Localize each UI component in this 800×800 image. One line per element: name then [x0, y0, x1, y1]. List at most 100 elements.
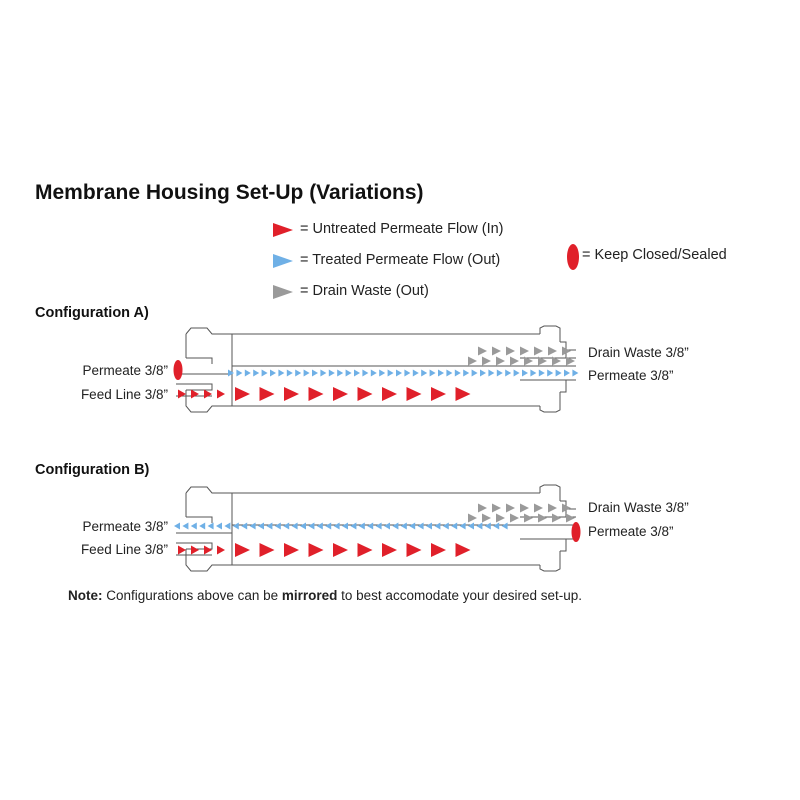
config-a-seal-icon: [173, 360, 183, 380]
drain-arrow: [478, 503, 487, 513]
treated-arrow: [442, 522, 449, 530]
config-b-flow-arrows: [174, 503, 575, 557]
treated-arrow: [345, 369, 352, 377]
untreated-arrow: [235, 543, 250, 557]
treated-arrow: [476, 522, 483, 530]
drain-arrow: [552, 513, 561, 523]
legend-drain-label: = Drain Waste (Out): [300, 283, 429, 299]
config-b-housing: [176, 484, 576, 572]
drain-arrow: [492, 503, 501, 513]
footer-note: Note: Configurations above can be mirror…: [68, 588, 582, 603]
drain-arrow: [510, 513, 519, 523]
treated-arrow: [278, 369, 285, 377]
untreated-arrow-inlet: [204, 545, 212, 555]
right-endcap-top: [539, 484, 561, 501]
config-a-right-drain-label: Drain Waste 3/8”: [588, 345, 689, 360]
drain-arrow: [468, 513, 477, 523]
treated-arrow: [505, 369, 512, 377]
config-a-title: Configuration A): [35, 305, 149, 321]
treated-arrow: [446, 369, 453, 377]
treated-arrow: [480, 369, 486, 377]
drain-arrow: [538, 356, 547, 366]
treated-arrow: [291, 522, 298, 530]
untreated-arrow: [308, 543, 324, 557]
treated-arrow: [493, 522, 500, 530]
drain-arrow: [566, 356, 575, 366]
legend-drain: = Drain Waste (Out): [272, 283, 532, 303]
treated-arrow: [379, 369, 386, 377]
untreated-arrow-inlet: [204, 389, 212, 399]
treated-arrow: [434, 522, 441, 530]
untreated-arrow-inlet: [191, 389, 199, 399]
treated-arrow: [471, 369, 478, 377]
treated-arrow: [547, 369, 554, 377]
drain-arrow: [496, 513, 505, 523]
drain-arrow: [548, 346, 557, 356]
treated-arrow: [283, 522, 290, 530]
legend-sealed-label: = Keep Closed/Sealed: [582, 247, 727, 263]
treated-arrow: [530, 369, 537, 377]
drain-arrow: [482, 513, 491, 523]
blue-arrow-icon: [273, 254, 293, 268]
treated-arrow: [224, 522, 231, 530]
config-b-left-feed-label: Feed Line 3/8”: [80, 542, 168, 557]
page-title: Membrane Housing Set-Up (Variations): [35, 181, 424, 204]
right-endcap-upper-step: [560, 341, 567, 358]
treated-arrow: [555, 369, 562, 377]
drain-arrow: [562, 346, 571, 356]
untreated-arrow-inlet: [217, 545, 225, 555]
treated-arrow: [370, 369, 377, 377]
treated-arrow: [190, 522, 197, 530]
treated-arrow: [228, 369, 234, 377]
drain-arrow: [566, 513, 575, 523]
treated-arrow: [325, 522, 332, 530]
treated-arrow: [354, 369, 360, 377]
legend-treated: = Treated Permeate Flow (Out): [272, 252, 532, 272]
config-a-right-permeate-label: Permeate 3/8”: [588, 368, 674, 383]
right-endcap-bottom: [539, 392, 561, 413]
treated-arrow: [236, 369, 243, 377]
note-prefix: Note:: [68, 588, 103, 603]
right-endcap-top: [539, 325, 561, 342]
treated-arrow: [232, 522, 239, 530]
untreated-arrow-inlet: [217, 389, 225, 399]
drain-arrow: [534, 346, 543, 356]
config-a-housing: [176, 325, 576, 413]
left-port-permeate-top: [186, 357, 213, 364]
treated-arrow: [421, 369, 428, 377]
config-b-left-permeate-label: Permeate 3/8”: [82, 519, 168, 534]
treated-arrow: [174, 522, 180, 530]
untreated-arrow: [333, 543, 348, 557]
treated-arrow: [387, 369, 394, 377]
treated-arrow: [438, 369, 444, 377]
treated-arrow: [451, 522, 458, 530]
legend-treated-label: = Treated Permeate Flow (Out): [300, 252, 501, 268]
treated-arrow: [320, 369, 327, 377]
treated-arrow: [328, 369, 335, 377]
treated-arrow: [316, 522, 323, 530]
drain-arrow: [562, 503, 571, 513]
treated-arrow: [216, 522, 222, 530]
treated-arrow: [342, 522, 348, 530]
drain-arrow: [524, 513, 533, 523]
drain-arrow: [510, 356, 519, 366]
treated-arrow: [270, 369, 276, 377]
treated-arrow: [295, 369, 302, 377]
drain-arrow: [496, 356, 505, 366]
untreated-arrow: [455, 543, 471, 557]
untreated-arrow-inlet: [178, 389, 186, 399]
left-port-feed: [176, 383, 213, 391]
treated-arrow: [249, 522, 256, 530]
treated-arrow: [426, 522, 432, 530]
treated-arrow: [182, 522, 189, 530]
treated-arrow: [358, 522, 365, 530]
drain-arrow: [548, 503, 557, 513]
untreated-arrow-inlet: [178, 545, 186, 555]
treated-arrow: [429, 369, 436, 377]
treated-arrow: [459, 522, 466, 530]
treated-arrow: [564, 369, 570, 377]
drain-arrow: [520, 503, 529, 513]
treated-arrow: [261, 369, 268, 377]
untreated-arrow: [455, 387, 471, 401]
drain-arrow: [506, 503, 515, 513]
